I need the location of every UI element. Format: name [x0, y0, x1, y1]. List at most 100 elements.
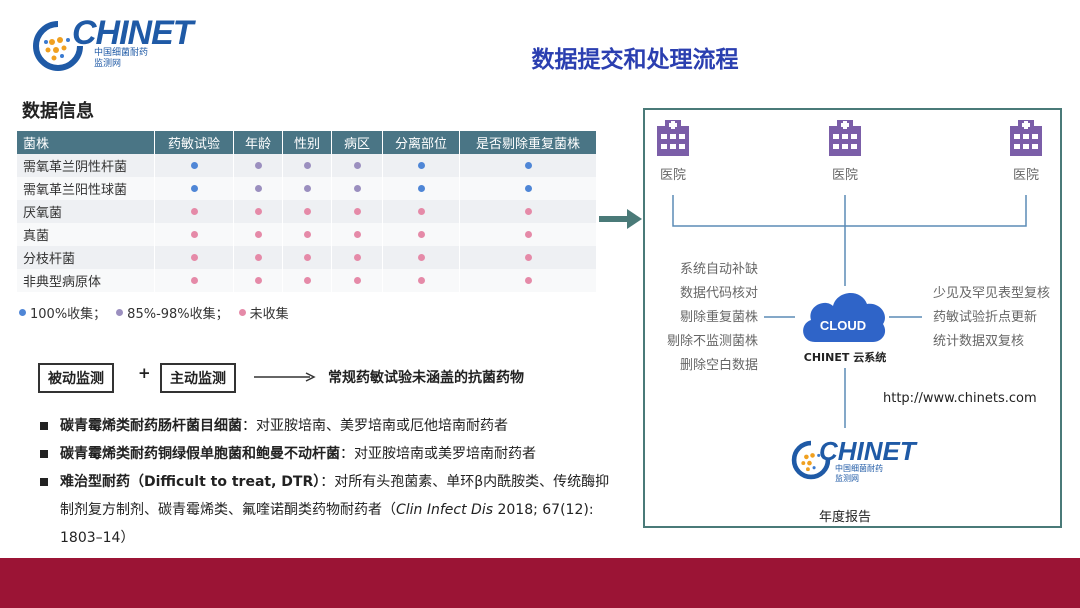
collection-cell — [459, 223, 597, 246]
logo-subtitle-line1: 中国细菌耐药 — [94, 48, 149, 58]
bullet-item: 碳青霉烯类耐药肠杆菌目细菌：对亚胺培南、美罗培南或厄他培南耐药者 — [40, 412, 610, 440]
collection-cell — [331, 246, 383, 269]
table-row: 真菌 — [17, 223, 597, 246]
legend-label: 85%-98%收集； — [127, 307, 229, 322]
process-diagram: 医院 医院 医院 系统自动补缺 数据代码核对 剔除重复菌株 剔除不监测菌株 删除… — [643, 108, 1062, 528]
process-step: 统计数据双复核 — [933, 334, 1025, 349]
collection-cell — [382, 177, 460, 200]
collection-cell — [154, 269, 234, 292]
data-info-table: 菌株 药敏试验 年龄 性别 病区 分离部位 是否剔除重复菌株 需氧革兰阴性杆菌需… — [17, 131, 597, 292]
table-legend: 100%收集； 85%-98%收集； 未收集 — [19, 303, 289, 322]
bullet-term: 难治型耐药（Difficult to treat, DTR） — [60, 474, 321, 490]
purple-dot-icon — [353, 185, 361, 192]
strain-name: 厌氧菌 — [17, 200, 155, 223]
page-title: 数据提交和处理流程 — [531, 47, 739, 73]
logo-globe-icon — [791, 440, 831, 480]
blue-dot-icon — [19, 309, 26, 316]
process-step: 少见及罕见表型复核 — [933, 286, 1051, 301]
bullet-text: ：对亚胺培南或美罗培南耐药者 — [340, 446, 536, 462]
footer-bar — [0, 558, 1080, 608]
pink-dot-icon — [190, 231, 198, 238]
purple-dot-icon — [254, 162, 262, 169]
pink-dot-icon — [238, 309, 246, 316]
passive-monitoring-box: 被动监测 — [38, 363, 114, 393]
collection-cell — [459, 269, 597, 292]
logo-subtitle-line2: 监测网 — [94, 59, 122, 69]
collection-cell — [382, 200, 460, 223]
collection-cell — [459, 177, 597, 200]
collection-cell — [282, 154, 332, 177]
hospital-node-right: 医院 — [996, 118, 1056, 183]
process-step: 删除空白数据 — [679, 358, 758, 373]
cloud-label: CLOUD — [820, 318, 866, 333]
pink-dot-icon — [254, 208, 262, 215]
pink-dot-icon — [303, 231, 311, 238]
pink-dot-icon — [353, 277, 361, 284]
purple-dot-icon — [254, 185, 262, 192]
collection-cell — [331, 177, 383, 200]
collection-cell — [382, 269, 460, 292]
pink-dot-icon — [254, 254, 262, 261]
collection-cell — [233, 223, 283, 246]
cloud-system-caption: CHINET 云系统 — [803, 351, 887, 364]
collection-cell — [382, 154, 460, 177]
bullet-term: 碳青霉烯类耐药肠杆菌目细菌 — [60, 418, 242, 434]
strain-name: 分枝杆菌 — [17, 246, 155, 269]
collection-cell — [282, 246, 332, 269]
table-row: 需氧革兰阳性球菌 — [17, 177, 597, 200]
hospital-icon — [829, 120, 861, 156]
collection-cell — [282, 200, 332, 223]
collection-cell — [459, 246, 597, 269]
purple-dot-icon — [116, 309, 124, 316]
report-logo-wordmark: CHINET — [819, 436, 916, 466]
legend-label: 100%收集； — [30, 307, 107, 322]
website-link[interactable]: http://www.chinets.com — [883, 391, 1037, 406]
pink-dot-icon — [524, 208, 532, 215]
purple-dot-icon — [303, 185, 311, 192]
pink-dot-icon — [190, 277, 198, 284]
legend-label: 未收集 — [249, 307, 289, 322]
purple-dot-icon — [353, 162, 361, 169]
collection-cell — [282, 269, 332, 292]
cloud-icon: CLOUD — [803, 292, 886, 342]
left-process-steps: 系统自动补缺 数据代码核对 剔除重复菌株 剔除不监测菌株 删除空白数据 — [667, 258, 758, 378]
table-row: 需氧革兰阴性杆菌 — [17, 154, 597, 177]
collection-cell — [382, 246, 460, 269]
collection-cell — [331, 200, 383, 223]
col-header: 菌株 — [17, 131, 155, 154]
strain-name: 需氧革兰阴性杆菌 — [17, 154, 155, 177]
right-process-steps: 少见及罕见表型复核 药敏试验折点更新 统计数据双复核 — [933, 282, 1050, 354]
pink-dot-icon — [417, 254, 425, 261]
col-header: 性别 — [282, 131, 332, 154]
pink-dot-icon — [190, 208, 198, 215]
pink-dot-icon — [417, 231, 425, 238]
collection-cell — [154, 154, 234, 177]
blue-dot-icon — [524, 185, 532, 192]
process-step: 剔除不监测菌株 — [666, 334, 758, 349]
col-header: 年龄 — [233, 131, 283, 154]
collection-cell — [459, 154, 597, 177]
logo-globe-icon — [33, 21, 83, 71]
collection-cell — [282, 177, 332, 200]
active-monitoring-box: 主动监测 — [160, 363, 236, 393]
hospital-label: 医院 — [1012, 168, 1039, 183]
pink-dot-icon — [303, 254, 311, 261]
flow-arrow-icon — [599, 209, 642, 229]
legend-item-partial: 85%-98%收集； — [116, 303, 229, 322]
pink-dot-icon — [417, 277, 425, 284]
report-logo-subtitle: 中国细菌耐药 监测网 — [835, 464, 883, 484]
chinet-logo: CHINET 中国细菌耐药 监测网 — [32, 14, 194, 76]
collection-cell — [459, 200, 597, 223]
annual-report-label: 年度报告 — [818, 510, 871, 525]
monitoring-result: 常规药敏试验未涵盖的抗菌药物 — [328, 370, 524, 386]
pink-dot-icon — [524, 277, 532, 284]
resistance-definitions: 碳青霉烯类耐药肠杆菌目细菌：对亚胺培南、美罗培南或厄他培南耐药者 碳青霉烯类耐药… — [40, 412, 610, 552]
strain-name: 需氧革兰阳性球菌 — [17, 177, 155, 200]
strain-name: 真菌 — [17, 223, 155, 246]
hospital-icon — [657, 120, 689, 156]
hospital-label: 医院 — [659, 168, 686, 183]
process-step: 药敏试验折点更新 — [933, 310, 1038, 325]
bullet-term: 碳青霉烯类耐药铜绿假单胞菌和鲍曼不动杆菌 — [60, 446, 340, 462]
blue-dot-icon — [417, 185, 425, 192]
table-row: 厌氧菌 — [17, 200, 597, 223]
